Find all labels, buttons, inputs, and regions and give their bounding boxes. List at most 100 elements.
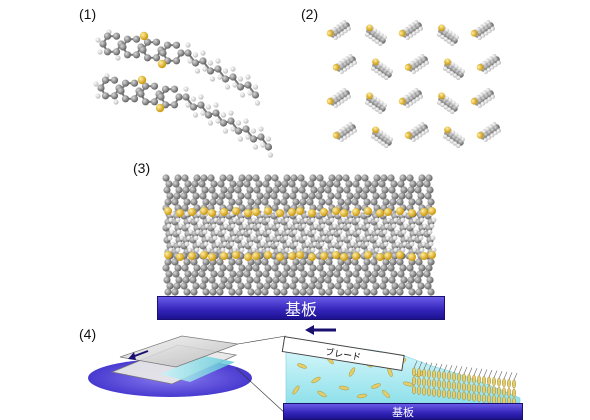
crystal-molecule <box>422 377 426 387</box>
carbon-atom <box>390 180 398 188</box>
crystal-molecule <box>482 393 486 403</box>
carbon-atom <box>337 288 345 296</box>
carbon-atom <box>352 270 360 278</box>
dissolved-molecule <box>382 390 390 398</box>
carbon-atom <box>390 270 398 278</box>
carbon-atom <box>299 288 307 296</box>
carbon-atom <box>415 198 423 206</box>
carbon-atom <box>289 282 297 290</box>
sulfur-atom <box>396 251 404 259</box>
hydrogen-atom <box>415 96 420 102</box>
hydrogen-atom <box>339 69 344 75</box>
hydrogen-atom <box>380 73 386 78</box>
sulfur-atom <box>252 208 260 216</box>
hydrogen-atom <box>411 69 416 75</box>
hydrogen-atom <box>243 118 249 124</box>
hydrogen-atom <box>220 112 227 118</box>
carbon-atom <box>182 186 190 194</box>
hydrogen-atom <box>407 92 412 97</box>
carbon-atom <box>281 180 289 188</box>
carbon-atom <box>189 103 198 111</box>
alkyl-chain <box>413 360 418 369</box>
hydrogen-atom <box>220 247 226 253</box>
hydrogen-atom <box>275 223 281 229</box>
hydrogen-atom <box>342 135 348 140</box>
carbon-atom <box>389 258 397 266</box>
carbon-atom <box>165 270 173 278</box>
carbon-atom <box>207 174 215 182</box>
carbon-atom <box>381 276 389 284</box>
sulfur-atom <box>332 131 340 139</box>
carbon-atom <box>173 282 181 290</box>
carbon-atom <box>288 180 296 188</box>
carbon-atom <box>370 198 378 206</box>
sulfur-atom <box>438 92 445 100</box>
carbon-atom <box>206 67 215 75</box>
hydrogen-atom <box>254 100 261 106</box>
sulfur-atom <box>176 253 184 261</box>
hydrogen-atom <box>342 87 347 93</box>
crystal-molecule <box>477 375 481 385</box>
hydrogen-atom <box>379 32 384 38</box>
hydrogen-atom <box>377 139 382 144</box>
carbon-atom <box>208 276 216 284</box>
hydrogen-atom <box>237 76 244 82</box>
sulfur-atom <box>139 31 149 41</box>
carbon-atom <box>255 180 263 188</box>
crystal-molecule <box>467 383 471 392</box>
sulfur-atom <box>308 209 316 217</box>
hydrogen-atom <box>385 134 390 140</box>
hydrogen-atom <box>410 60 415 66</box>
hydrogen-atom <box>374 68 379 74</box>
hydrogen-atom <box>176 229 182 235</box>
crystal-molecule <box>477 384 481 394</box>
carbon-atom <box>251 91 260 99</box>
hydrogen-atom <box>349 62 354 68</box>
hydrogen-atom <box>410 22 416 27</box>
sulfur-atom <box>408 253 416 261</box>
carbon-atom <box>237 282 245 290</box>
hydrogen-atom <box>332 26 337 32</box>
crystal-molecule <box>462 391 466 401</box>
carbon-atom <box>425 174 433 182</box>
alkyl-chain <box>418 361 423 369</box>
hydrogen-atom <box>421 130 426 136</box>
sulfur-atom <box>384 252 392 260</box>
carbon-atom <box>298 186 306 194</box>
carbon-atom <box>184 270 192 278</box>
hydrogen-atom <box>418 133 423 138</box>
carbon-atom <box>364 270 372 278</box>
hydrogen-atom <box>408 33 414 38</box>
carbon-atom <box>335 174 343 182</box>
sulfur-atom <box>332 251 340 259</box>
carbon-atom <box>326 180 334 188</box>
carbon-atom <box>200 174 208 182</box>
carbon-atom <box>137 90 145 98</box>
hydrogen-atom <box>343 28 348 34</box>
hydrogen-atom <box>428 241 434 247</box>
carbon-atom <box>351 198 359 206</box>
carbon-atom <box>238 264 246 272</box>
carbon-atom <box>243 270 251 278</box>
hydrogen-atom <box>382 132 387 137</box>
sulfur-atom <box>352 208 360 216</box>
carbon-atom <box>174 174 182 182</box>
hydrogen-atom <box>454 35 460 40</box>
hydrogen-atom <box>352 128 358 133</box>
carbon-atom <box>201 186 209 194</box>
sulfur-atom <box>264 207 272 215</box>
hydrogen-atom <box>200 110 206 116</box>
crystal-molecule <box>442 389 446 398</box>
carbon-atom <box>373 264 381 272</box>
sulfur-atom <box>444 58 451 66</box>
molecule-unit <box>476 53 502 75</box>
dissolved-molecule <box>292 385 300 395</box>
carbon-atom <box>161 85 170 93</box>
carbon-atom <box>101 92 110 100</box>
alkyl-chain <box>448 365 453 373</box>
carbon-atom <box>254 258 262 266</box>
carbon-atom <box>214 65 222 73</box>
carbon-atom <box>396 198 404 206</box>
carbon-atom <box>199 192 207 200</box>
sulfur-atom <box>404 131 412 139</box>
